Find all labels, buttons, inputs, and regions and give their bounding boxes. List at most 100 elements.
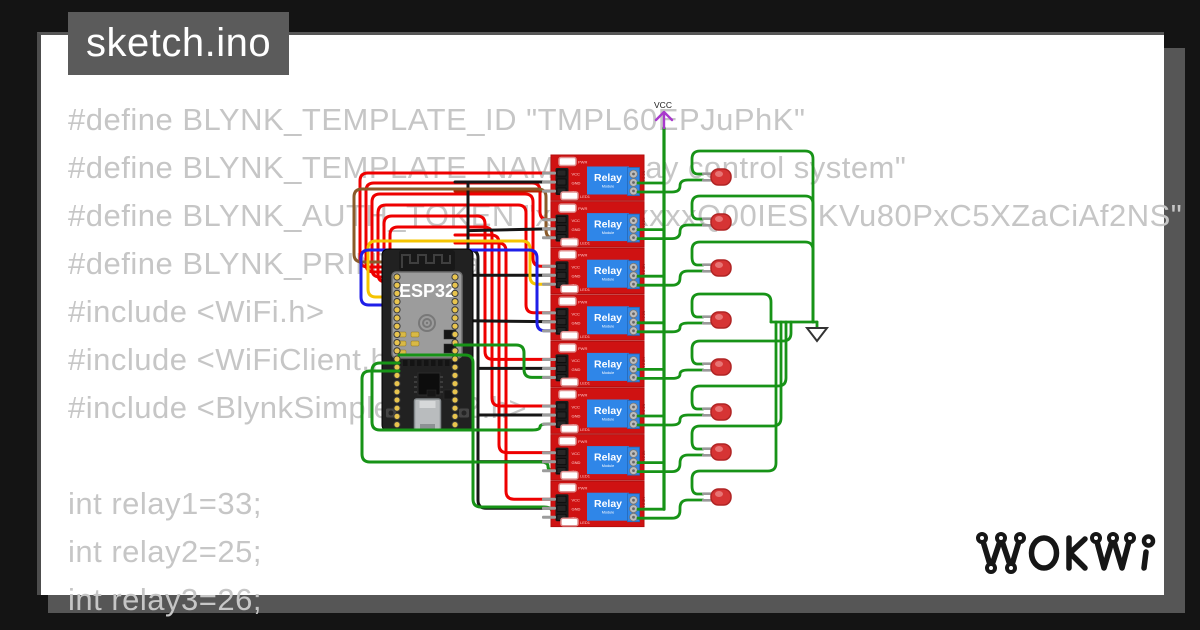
wire	[453, 241, 560, 501]
relay-body	[587, 259, 629, 288]
relay-pin-label: VCC	[572, 358, 581, 363]
vcc-symbol: VCC	[654, 100, 674, 130]
esp32-pin	[451, 281, 459, 289]
relay-title: Relay	[594, 498, 622, 510]
esp32-pin	[451, 404, 459, 412]
esp32-pin	[393, 380, 401, 388]
relay-pwr-led	[558, 203, 577, 213]
relay-pwr-label: PWR	[578, 299, 587, 304]
relay-pin-label: VCC	[572, 311, 581, 316]
esp32-board: ESP32	[381, 248, 474, 432]
relay-pwr-led	[558, 249, 577, 260]
logo-letter-k	[1066, 535, 1088, 571]
relay-pwr-label: PWR	[578, 346, 587, 351]
sketch-title-box: sketch.ino	[68, 12, 290, 75]
relay-pwr-label: PWR	[578, 160, 587, 165]
wokwi-logo	[976, 532, 1156, 574]
relay-pwr-label: PWR	[578, 206, 587, 211]
red-led	[702, 488, 732, 506]
relay-body	[587, 213, 629, 242]
esp32-pin	[393, 396, 401, 404]
relay-led1-label: LED1	[580, 520, 591, 525]
red-led	[702, 168, 732, 186]
red-led	[702, 311, 732, 329]
relay-module: PWRVCCGNDINLED1RelayModuleNC C NO	[542, 340, 646, 388]
relay-led1-label: LED1	[580, 474, 591, 479]
code-line: #define BLYNK_TEMPLATE_ID "TMPL60EPJuPhK…	[68, 102, 806, 137]
relay-pwr-led	[558, 296, 577, 307]
wire	[636, 269, 705, 287]
red-led	[702, 213, 732, 231]
esp32-pin	[451, 314, 459, 322]
relay-module: PWRVCCGNDINLED1RelayModuleNC C NO	[542, 480, 646, 528]
esp32-pin	[393, 289, 401, 297]
relay-pin-label: VCC	[572, 265, 581, 270]
esp32-pin	[393, 322, 401, 330]
relay-led1-label: LED1	[580, 427, 591, 432]
relay-terminal-labels: NC C NO	[642, 451, 646, 465]
relay-led1	[560, 517, 579, 527]
relay-subtitle: Module	[602, 418, 614, 422]
red-led	[702, 358, 732, 376]
wire	[636, 178, 705, 194]
relay-pin-label: GND	[572, 367, 581, 372]
relay-pwr-led	[558, 482, 577, 493]
relay-module: PWRVCCGNDINLED1RelayModuleNC C NO	[542, 387, 646, 434]
relay-body	[587, 492, 629, 521]
esp32-pin	[451, 330, 459, 338]
esp32-pin	[451, 380, 459, 388]
relay-terminal-labels: NC C NO	[642, 357, 646, 371]
relay-pwr-led	[558, 389, 577, 400]
relay-pwr-label: PWR	[578, 486, 587, 491]
esp32-label: ESP32	[399, 281, 455, 301]
relay-led1-label: LED1	[580, 241, 591, 246]
relay-led1-label: LED1	[580, 194, 591, 199]
relay-led1	[560, 424, 579, 434]
logo-letter-o	[1028, 535, 1060, 571]
wire	[690, 320, 788, 411]
relay-subtitle: Module	[602, 231, 614, 235]
relay-body	[587, 446, 629, 475]
esp32-pin	[451, 355, 459, 363]
esp32-pin	[451, 396, 459, 404]
relay-pin-label: GND	[572, 227, 581, 232]
relay-subtitle: Module	[602, 324, 614, 328]
relay-title: Relay	[594, 172, 622, 184]
esp32-pin	[393, 371, 401, 379]
esp32-pin	[393, 363, 401, 371]
relay-pin-label: VCC	[572, 172, 581, 177]
wire	[636, 413, 705, 427]
relay-pwr-led	[558, 436, 577, 446]
relay-subtitle: Module	[602, 278, 614, 282]
relay-led1-label: LED1	[580, 380, 591, 385]
esp32-pin	[451, 273, 459, 281]
wire	[690, 320, 793, 366]
relay-led1-label: LED1	[580, 287, 591, 292]
relay-pwr-label: PWR	[578, 253, 587, 258]
red-led	[702, 443, 732, 461]
ground-symbol	[804, 327, 830, 343]
relay-pin-label: GND	[572, 507, 581, 512]
relay-body	[587, 166, 629, 195]
wire	[453, 343, 560, 379]
relay-terminal-labels: NC C NO	[642, 264, 646, 278]
wire	[636, 321, 705, 334]
wire	[366, 239, 560, 299]
relay-body	[587, 399, 629, 428]
sketch-title-label: sketch.ino	[86, 21, 272, 65]
esp32-pin	[393, 421, 401, 429]
esp32-pin	[451, 298, 459, 306]
esp32-pin	[393, 298, 401, 306]
relay-terminal-labels: NC C NO	[642, 404, 646, 418]
logo-letter-i	[1141, 549, 1149, 571]
relay-module: PWRVCCGNDINLED1RelayModuleNC C NO	[542, 154, 646, 201]
relay-module: PWRVCCGNDINLED1RelayModuleNC C NO	[542, 294, 646, 341]
esp32-pin	[393, 273, 401, 281]
relay-pin-label: GND	[572, 460, 581, 465]
relay-module: PWRVCCGNDINLED1RelayModuleNC C NO	[542, 434, 646, 481]
relay-title: Relay	[594, 405, 622, 417]
esp32-pin	[451, 306, 459, 314]
esp32-pin	[393, 281, 401, 289]
wire	[636, 453, 705, 473]
